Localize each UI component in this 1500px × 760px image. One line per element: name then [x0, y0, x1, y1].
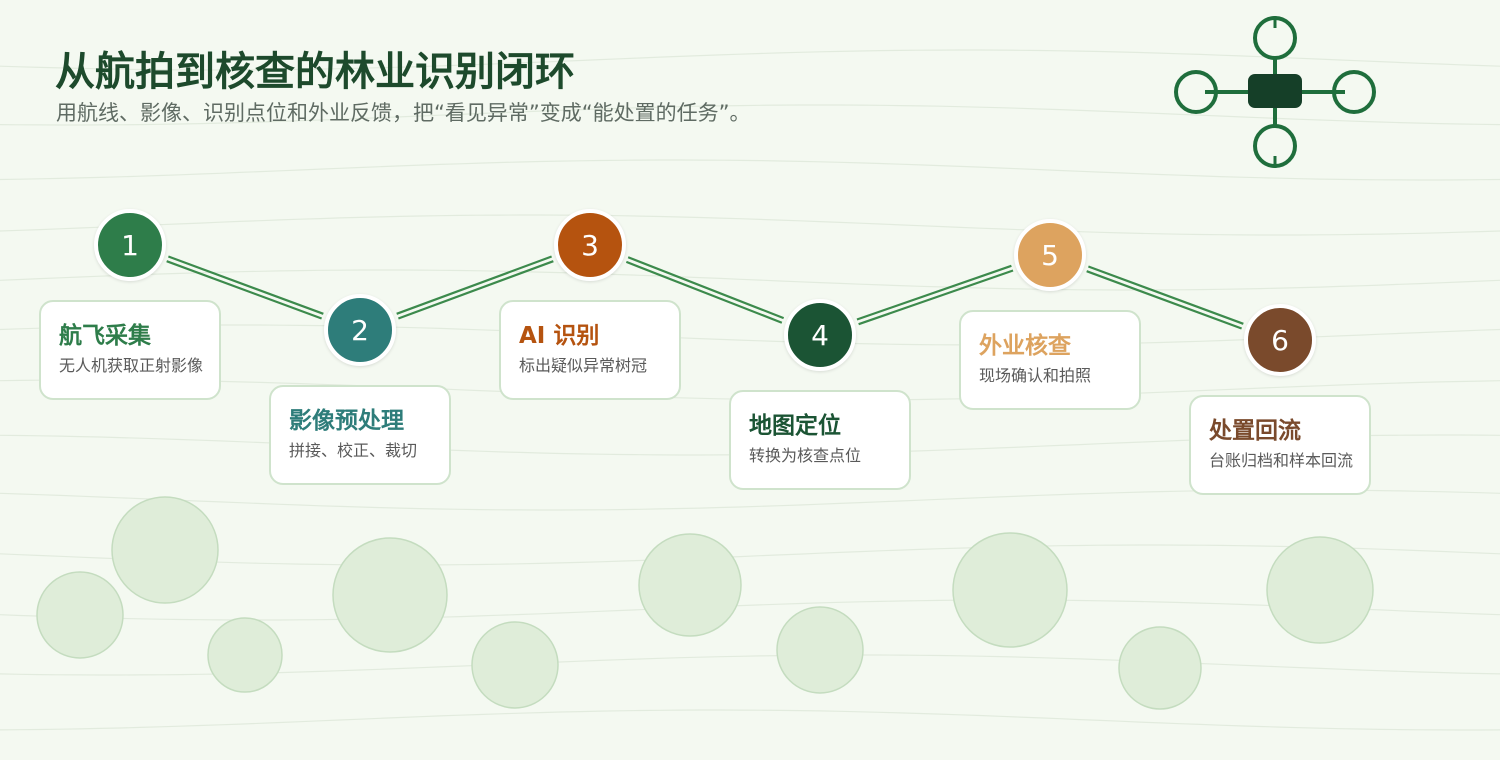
step-2-marker: 2 — [324, 294, 396, 366]
step-2-desc: 拼接、校正、裁切 — [289, 441, 418, 460]
connector-line — [858, 269, 1014, 326]
connector-line — [627, 256, 785, 320]
wave-line — [0, 599, 1500, 621]
step-6-card: 处置回流 台账归档和样本回流 — [1189, 395, 1371, 495]
step-4-desc: 转换为核查点位 — [749, 446, 862, 465]
step-1-card: 航飞采集 无人机获取正射影像 — [39, 300, 221, 400]
step-1-number: 1 — [121, 228, 139, 262]
drone-icon — [1174, 16, 1376, 168]
connector-line — [625, 260, 783, 324]
step-6-number: 6 — [1271, 323, 1289, 357]
wave-line — [0, 49, 1500, 71]
connector-line — [856, 264, 1012, 321]
step-1-desc: 无人机获取正射影像 — [59, 356, 204, 375]
step-6-desc: 台账归档和样本回流 — [1209, 451, 1354, 470]
step-5-title: 外业核查 — [979, 333, 1071, 359]
tree-crown — [952, 532, 1068, 648]
step-4-number: 4 — [811, 318, 829, 352]
step-6-title: 处置回流 — [1209, 418, 1301, 444]
page-subtitle: 用航线、影像、识别点位和外业反馈，把“看见异常”变成“能处置的任务”。 — [56, 101, 751, 125]
step-4-card: 地图定位 转换为核查点位 — [729, 390, 911, 490]
step-2-card: 影像预处理 拼接、校正、裁切 — [269, 385, 451, 485]
step-5-marker: 5 — [1014, 219, 1086, 291]
step-1-marker: 1 — [94, 209, 166, 281]
tree-crown — [776, 606, 864, 694]
wave-line — [0, 544, 1500, 566]
step-4-title: 地图定位 — [749, 413, 841, 439]
connector-line — [1086, 270, 1242, 330]
connector-line — [168, 255, 324, 315]
step-3-desc: 标出疑似异常树冠 — [519, 356, 648, 375]
step-4-marker: 4 — [784, 299, 856, 371]
step-2-number: 2 — [351, 313, 369, 347]
tree-crown — [471, 621, 559, 709]
step-3-number: 3 — [581, 228, 599, 262]
wave-line — [0, 709, 1500, 731]
tree-crown — [1266, 536, 1374, 644]
wave-line — [0, 214, 1500, 236]
step-5-desc: 现场确认和拍照 — [979, 366, 1092, 385]
tree-crown — [111, 496, 219, 604]
step-3-title: AI 识别 — [519, 323, 600, 349]
tree-crown — [332, 537, 448, 653]
step-5-number: 5 — [1041, 238, 1059, 272]
wave-line — [0, 159, 1500, 181]
tree-crown — [1118, 626, 1202, 710]
connector-line — [396, 255, 552, 315]
step-3-card: AI 识别 标出疑似异常树冠 — [499, 300, 681, 400]
connector-line — [1088, 265, 1244, 325]
page-title: 从航拍到核查的林业识别闭环 — [55, 49, 575, 95]
tree-crown — [207, 617, 283, 693]
connector-line — [166, 260, 322, 320]
connector-line — [398, 260, 554, 320]
step-5-card: 外业核查 现场确认和拍照 — [959, 310, 1141, 410]
step-2-title: 影像预处理 — [289, 408, 404, 434]
step-6-marker: 6 — [1244, 304, 1316, 376]
wave-line — [0, 269, 1500, 291]
tree-crown — [36, 571, 124, 659]
step-1-title: 航飞采集 — [59, 323, 151, 349]
step-3-marker: 3 — [554, 209, 626, 281]
wave-line — [0, 104, 1500, 126]
tree-crown — [638, 533, 742, 637]
